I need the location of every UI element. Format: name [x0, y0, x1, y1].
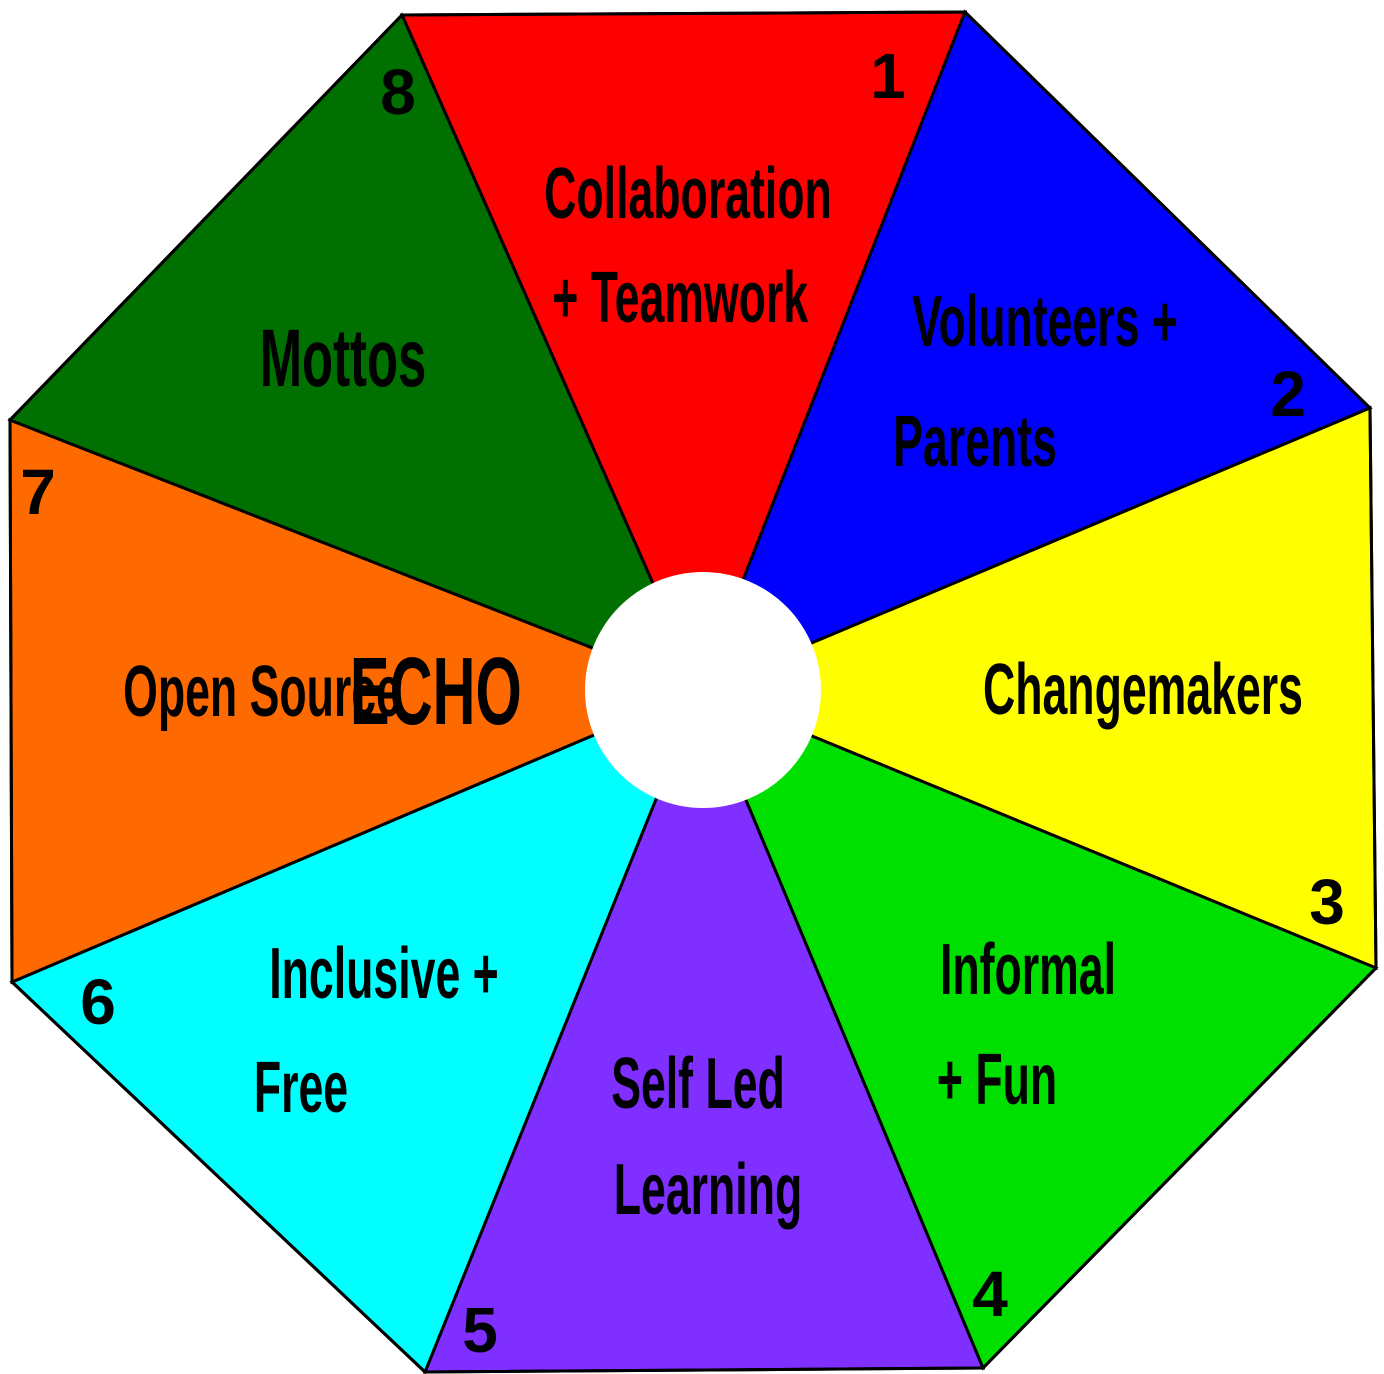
segment-6-label-line-2: Free [254, 1047, 348, 1128]
segment-5-label-line-2: Learning [614, 1149, 802, 1230]
segment-5: Self Led Learning 5 [422, 686, 986, 1374]
segment-2-label-line-1: Volunteers + [912, 281, 1178, 362]
segment-4-number: 4 [972, 1258, 1008, 1330]
segment-7-label-line-1: Open Source [123, 651, 401, 732]
segment-3-number: 3 [1309, 866, 1345, 938]
segment-1: Collaboration + Teamwork 1 [399, 10, 968, 694]
center-hub: ECHO [350, 572, 821, 808]
segment-8-label-line-1: Mottos [260, 313, 427, 404]
segment-4-label-line-2: + Fun [937, 1039, 1057, 1120]
segment-5-label-line-1: Self Led [611, 1043, 785, 1124]
octagon-outline [8, 10, 1378, 1374]
segment-3-label-line-1: Changemakers [983, 649, 1303, 730]
segment-1-label-line-1: Collaboration [544, 153, 832, 234]
segment-2: Volunteers + Parents 2 [697, 9, 1373, 693]
segment-8-number: 8 [380, 56, 416, 128]
segment-8: Mottos 8 [7, 12, 703, 693]
segment-2-label-line-2: Parents [893, 401, 1057, 482]
center-circle [585, 572, 821, 808]
segment-6-label-line-1: Inclusive + [269, 933, 498, 1014]
segment-1-number: 1 [870, 40, 906, 112]
segment-1-label-line-2: + Teamwork [552, 257, 808, 338]
segment-6-number: 6 [80, 966, 116, 1038]
segment-5-number: 5 [462, 1294, 498, 1366]
segment-4-label-line-1: Informal [940, 929, 1116, 1010]
segment-2-number: 2 [1270, 358, 1306, 430]
center-label: ECHO [350, 637, 522, 744]
segment-7-number: 7 [20, 456, 56, 528]
